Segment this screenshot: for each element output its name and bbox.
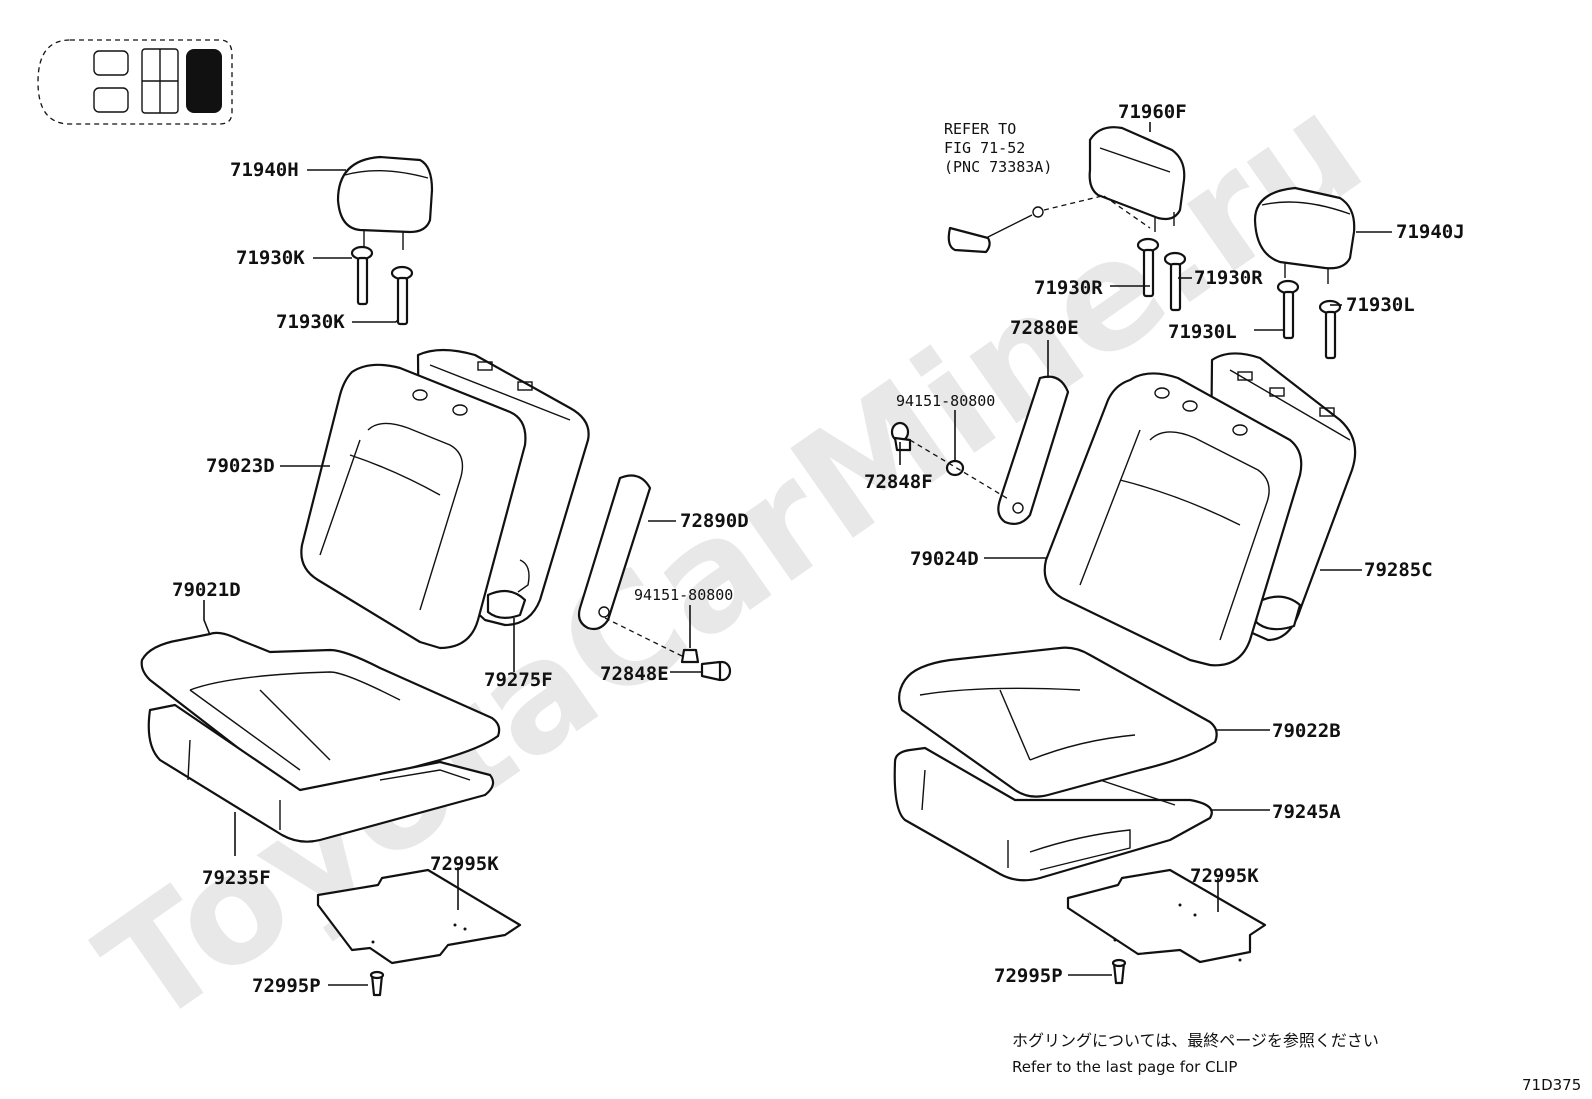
pad-72995K-left [316,868,522,965]
label-71930K-b: 71930K [276,311,345,333]
label-71930L-a: 71930L [1168,321,1237,343]
leader-lines-left [203,169,702,986]
label-71960F: 71960F [1118,101,1187,123]
headrest-support-71930L [1276,279,1342,360]
label-71930K-a: 71930K [236,247,305,269]
cushion-frame-79245A [893,746,1213,882]
label-71930L-b: 71930L [1346,294,1415,316]
label-72848F: 72848F [864,471,933,493]
label-79275F: 79275F [484,669,553,691]
label-79235F: 79235F [202,867,271,889]
clip-72995P-right [1111,958,1127,985]
cap-72848F [890,421,912,452]
refer-note-line1: REFER TO [944,120,1016,138]
label-79285C: 79285C [1364,559,1433,581]
figure-code: 71D375 [1522,1076,1581,1094]
label-72848E: 72848E [600,663,669,685]
label-71940H: 71940H [230,159,299,181]
label-79023D: 79023D [206,455,275,477]
label-79245A: 79245A [1272,801,1341,823]
pad-72995K-right [1066,868,1267,964]
armrest-72880E [997,375,1070,525]
label-79021D: 79021D [172,579,241,601]
label-72995P-left: 72995P [252,975,321,997]
seat-cushion-79022B [898,646,1218,798]
label-72995K-right: 72995K [1190,865,1259,887]
label-72880E: 72880E [1010,317,1079,339]
label-94151-80800-left: 94151-80800 [634,586,733,604]
leader-lines-right [899,122,1392,976]
headrest-71940J [1253,186,1356,284]
label-71930R-a: 71930R [1034,277,1103,299]
seat-wire-assembly [947,195,1103,254]
footer-english-note: Refer to the last page for CLIP [1012,1058,1237,1076]
headrest-71940H [336,155,434,250]
label-94151-80800-right: 94151-80800 [896,392,995,410]
refer-note-line3: (PNC 73383A) [944,158,1052,176]
headrest-71960F [1088,126,1186,232]
seatback-79023D [300,363,527,650]
cap-72848E [700,660,732,682]
clip-72995P-left [369,970,385,997]
cushion-frame-79235F [147,703,495,843]
label-79024D: 79024D [910,548,979,570]
label-71930R-b: 71930R [1194,267,1263,289]
label-72890D: 72890D [680,510,749,532]
vehicle-seat-layout-icon [37,39,233,125]
headrest-support-71930R [1136,237,1187,312]
footer-japanese-note: ホグリングについては、最終ページを参照ください [1012,1031,1379,1050]
refer-note-line2: FIG 71-52 [944,139,1025,157]
label-71940J: 71940J [1396,221,1465,243]
label-79022B: 79022B [1272,720,1341,742]
bolt-94151-80800-right [909,439,1011,501]
bolt-94151-80800-left [604,617,700,664]
label-72995P-right: 72995P [994,965,1063,987]
armrest-72890D [577,474,652,631]
label-72995K-left: 72995K [430,853,499,875]
headrest-support-71930K [350,245,414,326]
seatback-79024D [1043,372,1303,667]
